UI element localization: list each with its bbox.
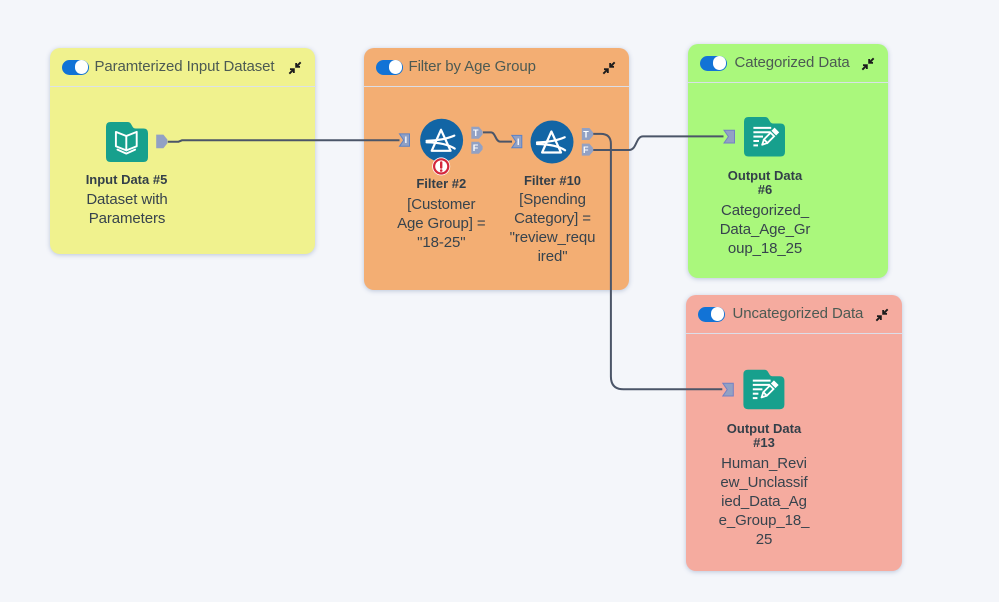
svg-text:F: F	[473, 143, 479, 153]
svg-text:T: T	[583, 129, 589, 139]
svg-text:I: I	[517, 137, 520, 147]
svg-text:I: I	[405, 135, 408, 145]
svg-text:F: F	[583, 145, 589, 155]
svg-text:T: T	[473, 128, 479, 138]
